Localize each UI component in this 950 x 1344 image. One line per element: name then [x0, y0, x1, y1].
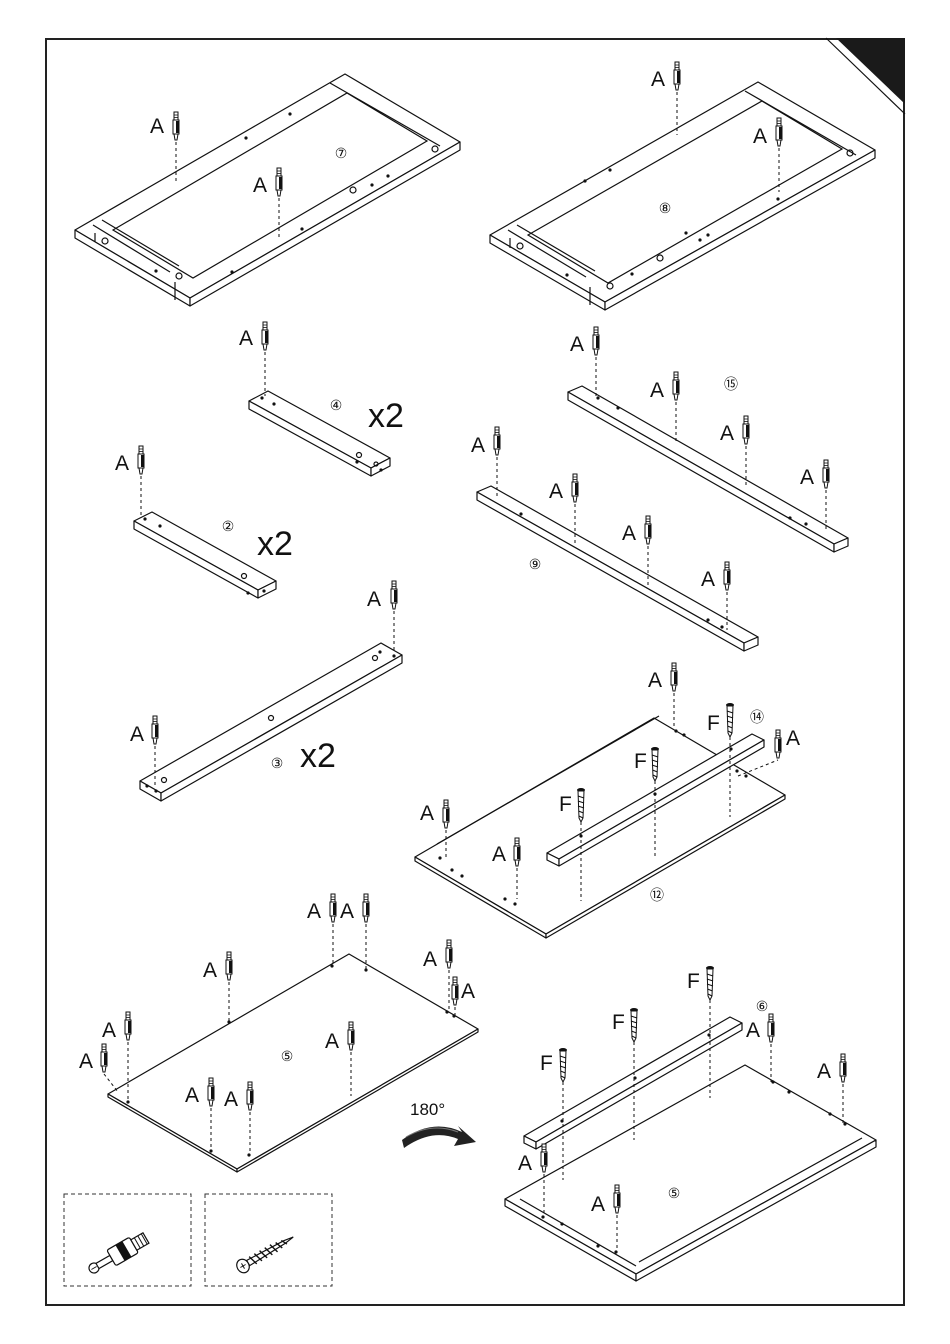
dowel-label: A — [817, 1060, 831, 1083]
dowel-label: A — [746, 1019, 760, 1042]
dowel-label: A — [253, 174, 267, 197]
part-number-8: ⑧ — [659, 200, 672, 216]
dowel-label: A — [471, 434, 485, 457]
part-number-14: ⑭ — [750, 709, 764, 725]
part-number-2: ② — [222, 518, 235, 534]
screw-icon — [234, 1231, 296, 1275]
dowel-label: A — [753, 125, 767, 148]
dowel-label: A — [492, 843, 506, 866]
part-number-9: ⑨ — [529, 556, 542, 572]
dowel-label: A — [367, 588, 381, 611]
part-number-6: ⑥ — [756, 998, 769, 1014]
rotate-arrow-icon — [402, 1126, 476, 1148]
screw-label: F — [540, 1052, 553, 1075]
dowel-label: A — [570, 333, 584, 356]
dowel-label: A — [622, 522, 636, 545]
dowel-label: A — [420, 802, 434, 825]
dowel-label: A — [800, 466, 814, 489]
frame-part-7 — [75, 74, 460, 306]
dowel-label: A — [648, 669, 662, 692]
screw-label: F — [707, 712, 720, 735]
dowel-label: A — [340, 900, 354, 923]
part-number-5-flipped: ⑤ — [668, 1185, 681, 1201]
legend-screw — [205, 1194, 332, 1286]
legend-cam-dowel — [64, 1194, 191, 1286]
dowel-label: A — [79, 1050, 93, 1073]
dowel-label: A — [239, 327, 253, 350]
part-number-4: ④ — [330, 397, 343, 413]
dowel-label: A — [701, 568, 715, 591]
part-number-5: ⑤ — [281, 1048, 294, 1064]
dowel-label: A — [650, 379, 664, 402]
dowel-label: A — [651, 68, 665, 91]
dowel-label: A — [549, 480, 563, 503]
dowel-label: A — [130, 723, 144, 746]
rail-part-9 — [477, 486, 758, 651]
dowel-label: A — [786, 727, 800, 750]
dowel-label: A — [102, 1019, 116, 1042]
dowel-label: A — [185, 1084, 199, 1107]
panel-part-5-flipped — [505, 1065, 876, 1281]
corner-tab — [826, 38, 905, 114]
part-number-12: ⑫ — [650, 887, 664, 903]
dowel-label: A — [591, 1193, 605, 1216]
dowel-label: A — [461, 980, 475, 1003]
rail-part-3 — [140, 643, 402, 801]
dowel-label: A — [115, 452, 129, 475]
rail-part-2 — [134, 512, 276, 598]
dowel-label: A — [307, 900, 321, 923]
part-number-15: ⑮ — [724, 376, 738, 392]
dowel-label: A — [203, 959, 217, 982]
cam-dowel-icon — [85, 1230, 150, 1278]
quantity-part-2: x2 — [257, 525, 293, 563]
rotation-label: 180° — [410, 1100, 445, 1119]
dowel-label: A — [720, 422, 734, 445]
part-number-3: ③ — [271, 755, 284, 771]
screw-label: F — [634, 750, 647, 773]
screw-label: F — [612, 1011, 625, 1034]
frame-part-8 — [490, 82, 875, 310]
quantity-part-3: x2 — [300, 737, 336, 775]
screw-label: F — [559, 793, 572, 816]
dowel-label: A — [325, 1030, 339, 1053]
dowel-label: A — [518, 1152, 532, 1175]
screw-label: F — [687, 970, 700, 993]
dowel-label: A — [150, 115, 164, 138]
quantity-part-4: x2 — [368, 397, 404, 435]
dowel-label: A — [423, 948, 437, 971]
part-number-7: ⑦ — [335, 145, 348, 161]
dowel-label: A — [224, 1088, 238, 1111]
